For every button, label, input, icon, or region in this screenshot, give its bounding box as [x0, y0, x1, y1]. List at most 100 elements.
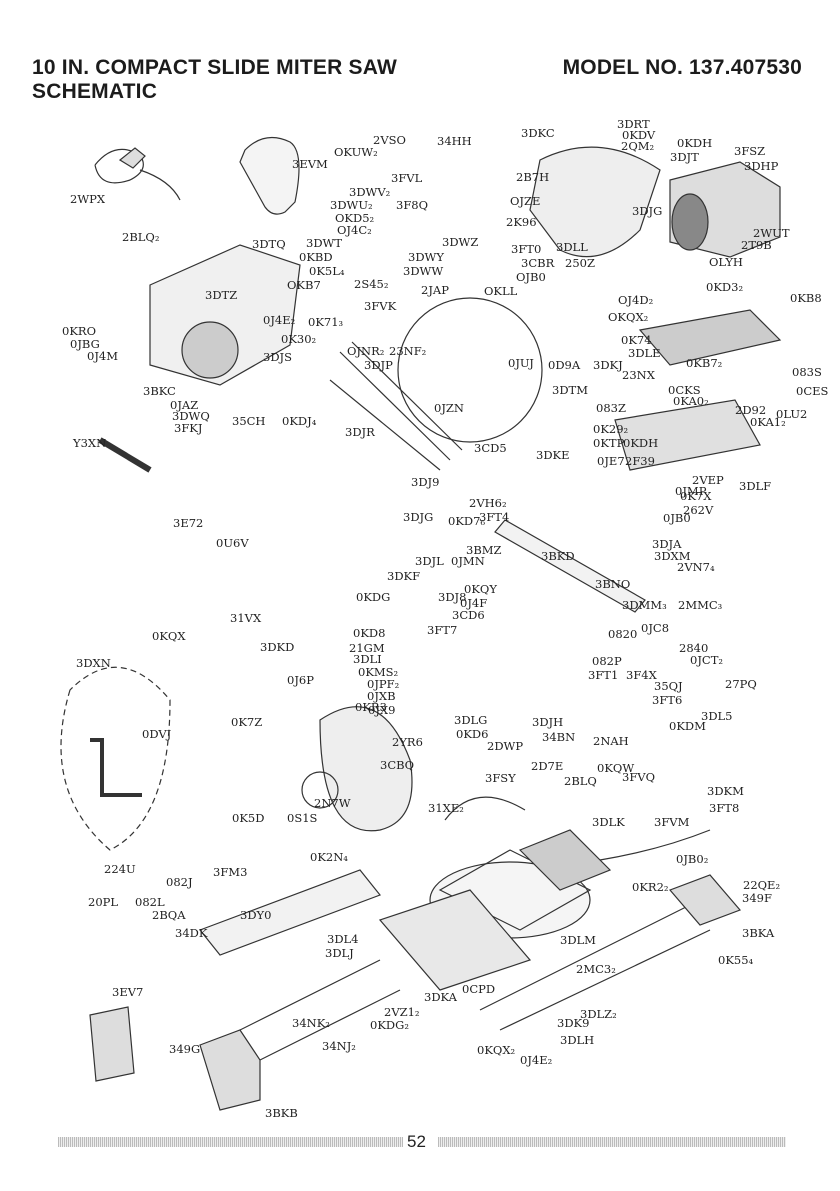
part-label-3bmz: 3BMZ [466, 543, 502, 557]
part-label-3fvl: 3FVL [391, 171, 423, 185]
part-label-ojbg: 0JBG [70, 337, 100, 351]
part-label-34nk: 34NK₂ [292, 1016, 330, 1030]
part-label-3dkj: 3DKJ [593, 358, 623, 372]
part-label-3fvk: 3FVK [364, 299, 397, 313]
part-label-349f: 349F [742, 891, 772, 905]
part-label-3dkc: 3DKC [521, 126, 555, 140]
part-label-3dtq: 3DTQ [252, 237, 286, 251]
part-label-os1s: 0S1S [287, 811, 318, 825]
part-label-ok7x: 0K7X [680, 489, 712, 503]
part-label-oj6p: 0J6P [287, 673, 314, 687]
part-label-ok7z: 0K7Z [231, 715, 263, 729]
part-label-okb8: 0KB8 [790, 291, 822, 305]
part-label-ojx9: 0JX9 [368, 703, 396, 717]
part-label-3dxn: 3DXN [76, 656, 111, 670]
part-label-3ft0: 3FT0 [511, 242, 542, 256]
part-label-okdm: 0KDM [669, 719, 706, 733]
part-label-okdg: 0KDG [356, 590, 391, 604]
part-label-349g: 349G [169, 1042, 201, 1056]
part-label-3fkj: 3FKJ [174, 421, 203, 435]
part-label-ok74: 0K74 [621, 333, 652, 347]
right-support-drawing [668, 874, 742, 926]
part-label-2vh6: 2VH6₂ [469, 496, 507, 510]
part-label-odvj: 0DVJ [142, 727, 172, 741]
slide-rails-drawing [329, 341, 463, 471]
part-label-okao: 0KA0₂ [673, 394, 709, 408]
part-label-oj4e: 0J4E₂ [263, 313, 296, 327]
part-label-2wpx: 2WPX [70, 192, 106, 206]
page-title: 10 IN. COMPACT SLIDE MITER SAW [32, 56, 397, 79]
page-subtitle: SCHEMATIC [32, 80, 158, 103]
part-label-22qe: 22QE₂ [743, 878, 781, 892]
part-label-okqx3: 0KQX₂ [477, 1043, 516, 1057]
part-label-oje7: 0JE7 [597, 454, 625, 468]
part-label-3dwt: 3DWT [306, 236, 343, 250]
part-label-224u: 224U [104, 862, 136, 876]
part-label-3dj8: 3DJ8 [438, 590, 467, 604]
part-label-3dj9: 3DJ9 [411, 475, 440, 489]
part-label-2s45: 2S45₂ [354, 277, 389, 291]
part-label-ojnr: OJNR₂ [347, 344, 385, 358]
part-label-3fvm: 3FVM [654, 815, 690, 829]
part-label-3bkb: 3BKB [265, 1106, 298, 1120]
footer-rule-left [58, 1137, 403, 1147]
part-label-3ft8: 3FT8 [709, 801, 740, 815]
part-label-od9a: 0D9A [548, 358, 581, 372]
part-label-ojpf: 0JPF₂ [367, 677, 400, 691]
part-label-ok55: 0K55₄ [718, 953, 754, 967]
part-label-okd7: 0KD7₆ [448, 514, 486, 528]
blade-guard-drawing [529, 146, 661, 258]
part-label-2vep: 2VEP [692, 473, 724, 487]
part-label-2blq: 2BLQ₂ [122, 230, 160, 244]
part-label-3cd6: 3CD6 [452, 608, 485, 622]
part-label-okd6: 0KD6 [456, 727, 489, 741]
part-label-262v: 262V [683, 503, 714, 517]
part-label-3fvq: 3FVQ [622, 770, 656, 784]
part-label-3dxm: 3DXM [654, 549, 691, 563]
part-label-34nj: 34NJ₂ [322, 1039, 356, 1053]
part-label-3dwy: 3DWY [408, 250, 444, 264]
part-label-3dmm: 3DMM₃ [622, 598, 667, 612]
part-label-2qm: 2QM₂ [621, 139, 655, 153]
part-label-ojmn: 0JMN [451, 554, 485, 568]
part-label-3dww: 3DWW [403, 264, 444, 278]
part-label-2bqa: 2BQA [152, 908, 186, 922]
part-label-3djt: 3DJT [670, 150, 699, 164]
lower-guard-drawing [319, 706, 413, 832]
part-label-23nf: 23NF₂ [389, 344, 427, 358]
part-label-34dk: 34DK [175, 926, 208, 940]
part-label-olyh: OLYH [709, 255, 743, 269]
part-label-ojze: OJZE [510, 194, 541, 208]
part-label-3ft4: 3FT4 [479, 510, 510, 524]
part-label-ok71: 0K71₃ [308, 315, 344, 329]
part-label-3dwu: 3DWU₂ [330, 198, 373, 212]
power-cord-drawing [94, 147, 181, 201]
part-label-3dlj: 3DLJ [325, 946, 354, 960]
part-label-okdj: 0KDJ₄ [282, 414, 317, 428]
part-label-250z: 250Z [565, 256, 595, 270]
part-label-okd8: 0KD8 [353, 626, 386, 640]
part-label-ojbo2: 0JB0 [663, 511, 691, 525]
part-label-3dll: 3DLL [556, 240, 588, 254]
part-label-ojuj: 0JUJ [508, 356, 534, 370]
part-label-okuw: OKUW₂ [334, 145, 378, 159]
part-label-ojaz: 0JAZ [170, 398, 199, 412]
part-label-3dlg: 3DLG [454, 713, 488, 727]
part-label-oj4e2: 0J4E₂ [520, 1053, 553, 1067]
part-label-35ch: 35CH [232, 414, 266, 428]
part-label-27pq: 27PQ [725, 677, 757, 691]
saw-blade-drawing [397, 297, 543, 443]
part-label-oktp: 0KTP [593, 436, 625, 450]
part-label-okdh: 0KDH [677, 136, 713, 150]
part-label-2t9b: 2T9B [741, 238, 772, 252]
part-label-3djh: 3DJH [532, 715, 564, 729]
part-label-oj4c: OJ4C₂ [337, 223, 372, 237]
part-label-3dtz: 3DTZ [205, 288, 238, 302]
part-label-3dl5: 3DL5 [701, 709, 733, 723]
part-label-ocpd: 0CPD [462, 982, 496, 996]
model-number: MODEL NO. 137.407530 [562, 56, 802, 79]
part-label-3dja: 3DJA [652, 537, 682, 551]
part-label-okr3: 0KR3 [355, 700, 387, 714]
left-support-drawing [199, 1029, 261, 1111]
part-label-okms: 0KMS₂ [358, 665, 399, 679]
